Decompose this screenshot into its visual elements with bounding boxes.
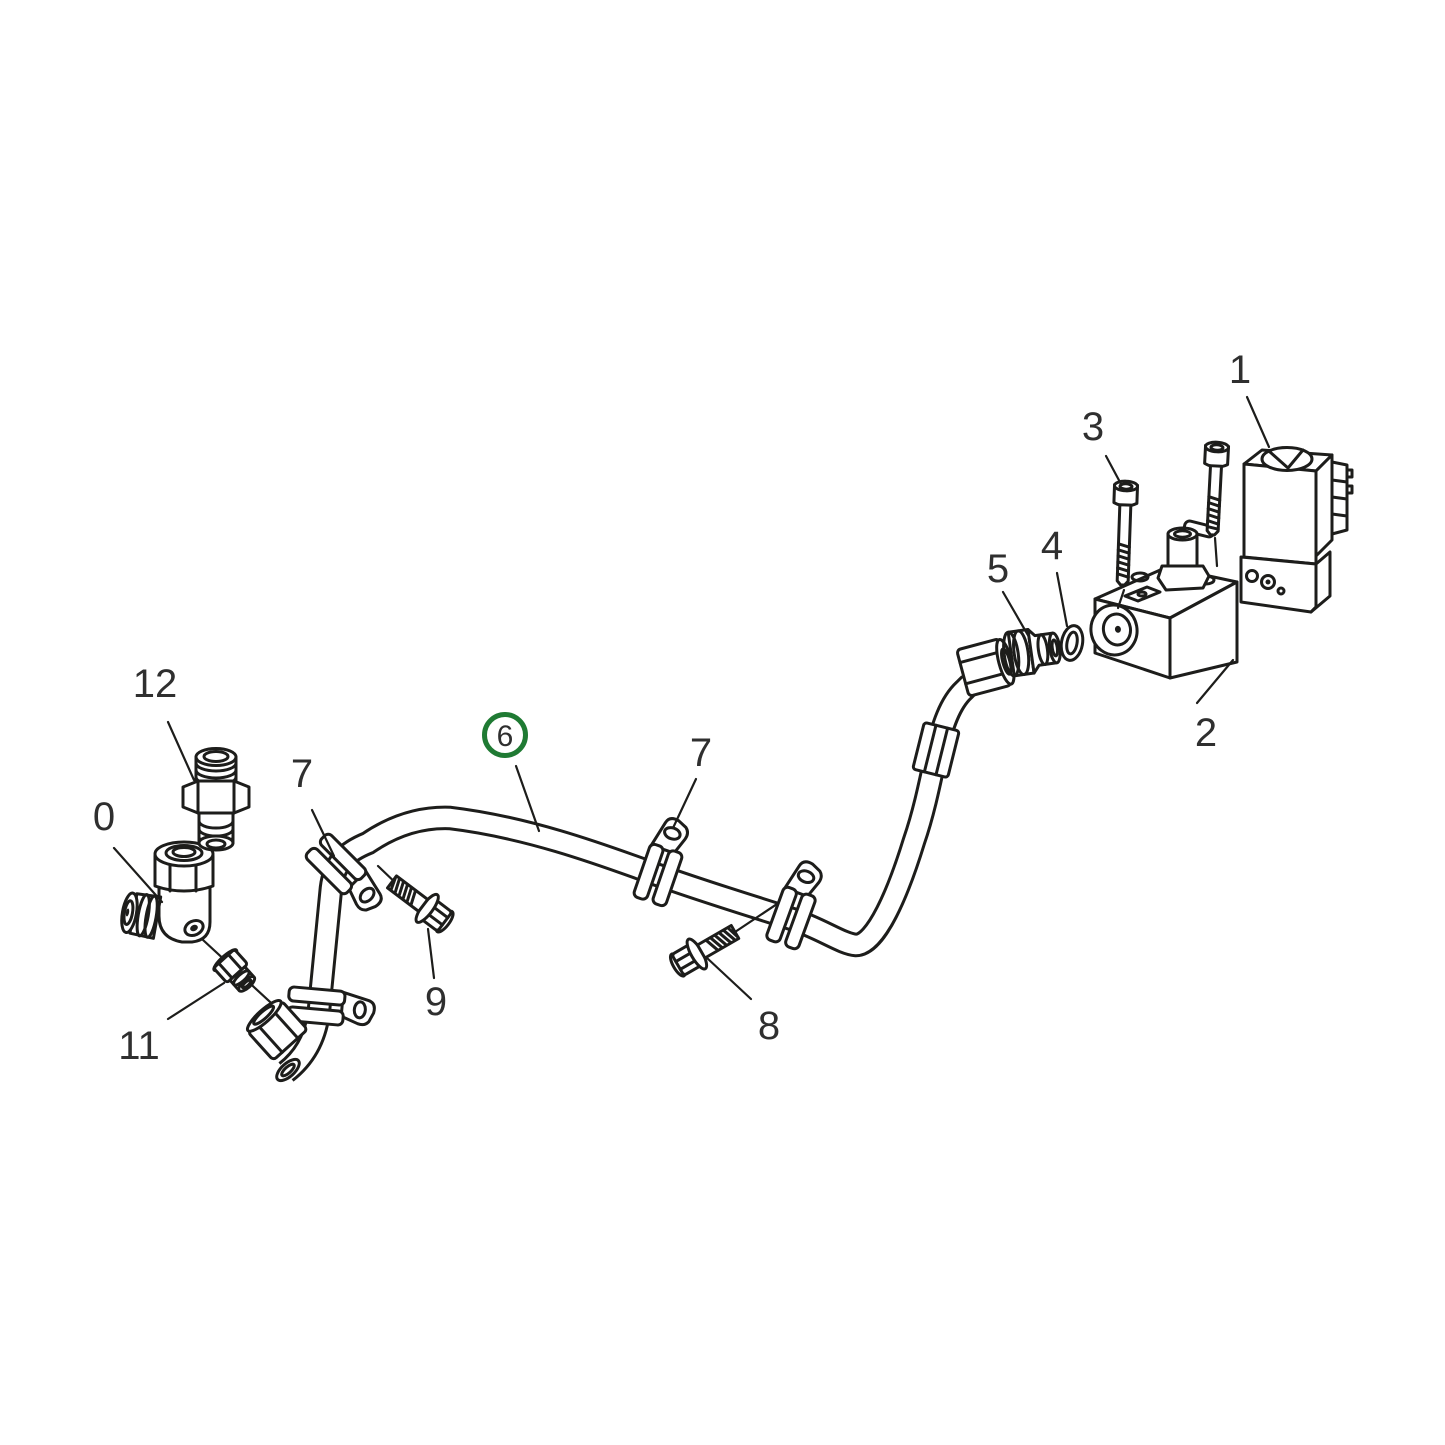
part-3-cap-screw-left bbox=[1112, 479, 1140, 587]
part-2-valve-block bbox=[1089, 519, 1239, 680]
part-8-flange-bolt bbox=[663, 915, 745, 984]
part-5-union-fitting bbox=[1002, 627, 1062, 678]
part-6-hose bbox=[275, 675, 979, 1083]
valve-connector bbox=[1330, 460, 1354, 536]
part-4-o-ring bbox=[1059, 624, 1085, 662]
tube-end-flare bbox=[275, 1057, 301, 1083]
block-bolt-hole bbox=[1130, 571, 1150, 583]
callout-label-4[interactable]: 4 bbox=[1041, 524, 1063, 568]
callout-label-5[interactable]: 5 bbox=[987, 547, 1009, 591]
elbow-threaded-port bbox=[120, 891, 163, 940]
part-3-cap-screw-right bbox=[1203, 440, 1231, 537]
callout-label-8[interactable]: 8 bbox=[758, 1004, 780, 1048]
callout-label-3[interactable]: 3 bbox=[1082, 405, 1104, 449]
part-11-fitting bbox=[212, 948, 257, 993]
block-cartridge bbox=[1156, 519, 1216, 592]
part-9-flange-bolt bbox=[380, 866, 461, 940]
callout-label-7-left[interactable]: 7 bbox=[291, 752, 313, 796]
highlight-circle bbox=[482, 712, 528, 758]
part-12-adapter-fitting bbox=[181, 747, 251, 852]
callout-label-6: 6 bbox=[497, 720, 514, 753]
elbow-swivel-nut bbox=[153, 840, 215, 893]
callout-6-highlighted[interactable]: 6 bbox=[482, 712, 528, 758]
callout-label-2[interactable]: 2 bbox=[1195, 711, 1217, 755]
callout-label-9[interactable]: 9 bbox=[425, 980, 447, 1024]
callout-label-11[interactable]: 11 bbox=[118, 1024, 160, 1068]
elbow-side-port bbox=[183, 918, 205, 938]
callout-labels: 12 0 11 7 7 9 8 5 4 3 1 2 6 bbox=[93, 348, 1251, 1068]
hose-crimp-collar bbox=[911, 721, 961, 779]
callout-label-7-right[interactable]: 7 bbox=[690, 731, 712, 775]
callout-label-12[interactable]: 12 bbox=[133, 662, 178, 706]
block-top-strap bbox=[1123, 585, 1162, 603]
tube-end-hex-nut bbox=[245, 998, 308, 1061]
part-0-elbow-fitting bbox=[120, 840, 215, 944]
callout-label-0[interactable]: 0 bbox=[93, 795, 115, 839]
callout-label-1[interactable]: 1 bbox=[1229, 348, 1251, 392]
block-port-bore bbox=[1089, 603, 1139, 657]
leader-lines bbox=[112, 395, 1271, 1021]
part-1-solenoid-valve bbox=[1239, 446, 1354, 614]
cap-screw-axis-lines bbox=[1116, 536, 1219, 610]
